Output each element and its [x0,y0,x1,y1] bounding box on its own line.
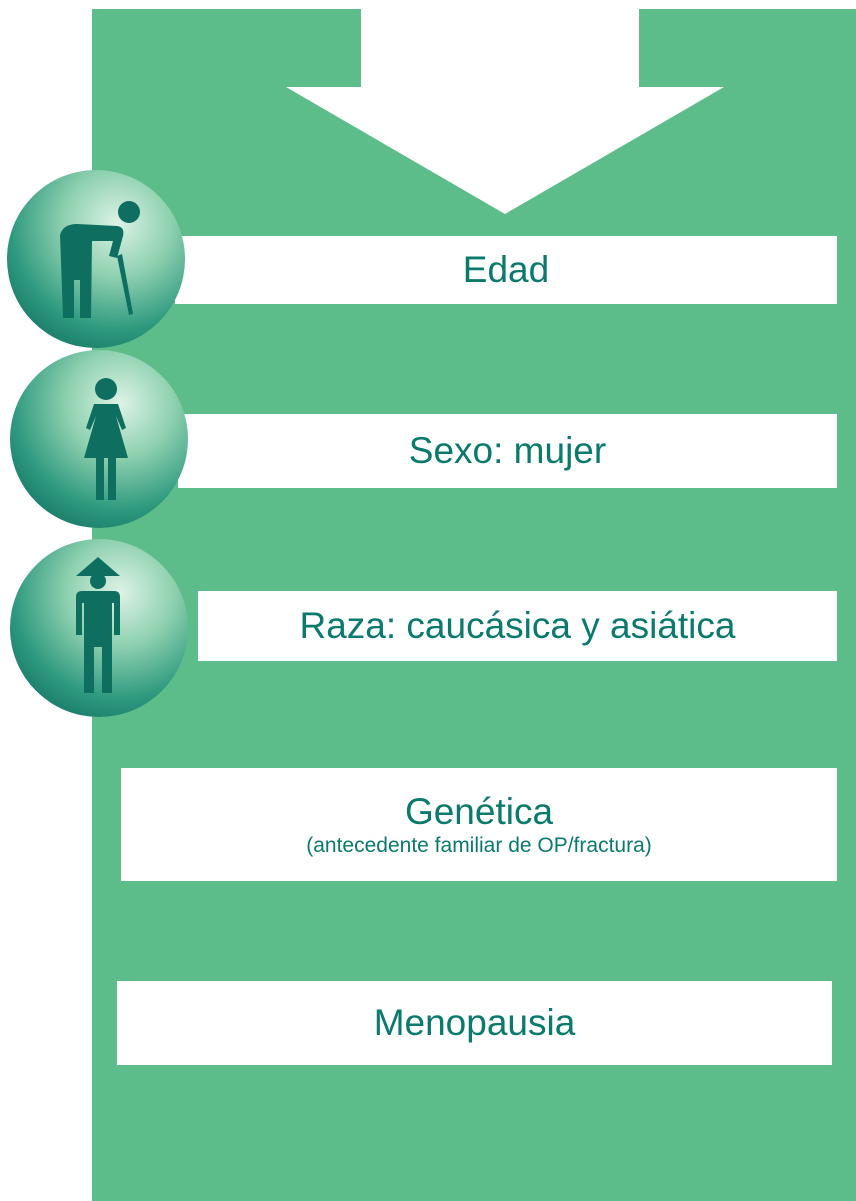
elderly-person-with-cane-icon [7,170,185,348]
factor-label-genetica: Genética [404,791,554,833]
factor-box-genetica: Genética (antecedente familiar de OP/fra… [121,768,837,881]
factor-label-menopausia: Menopausia [373,1001,576,1043]
factor-box-edad: Edad [175,236,837,304]
factor-label-edad: Edad [462,248,550,290]
factor-label-raza: Raza: caucásica y asiática [299,604,736,646]
factor-box-sexo: Sexo: mujer [178,414,837,488]
person-with-conical-hat-icon [10,539,188,717]
woman-icon [10,350,188,528]
factor-box-menopausia: Menopausia [117,981,832,1065]
factor-sublabel-genetica: (antecedente familiar de OP/fractura) [306,833,652,857]
factor-box-raza: Raza: caucásica y asiática [198,591,837,661]
down-arrow-icon [286,9,724,214]
factor-label-sexo: Sexo: mujer [408,429,607,471]
